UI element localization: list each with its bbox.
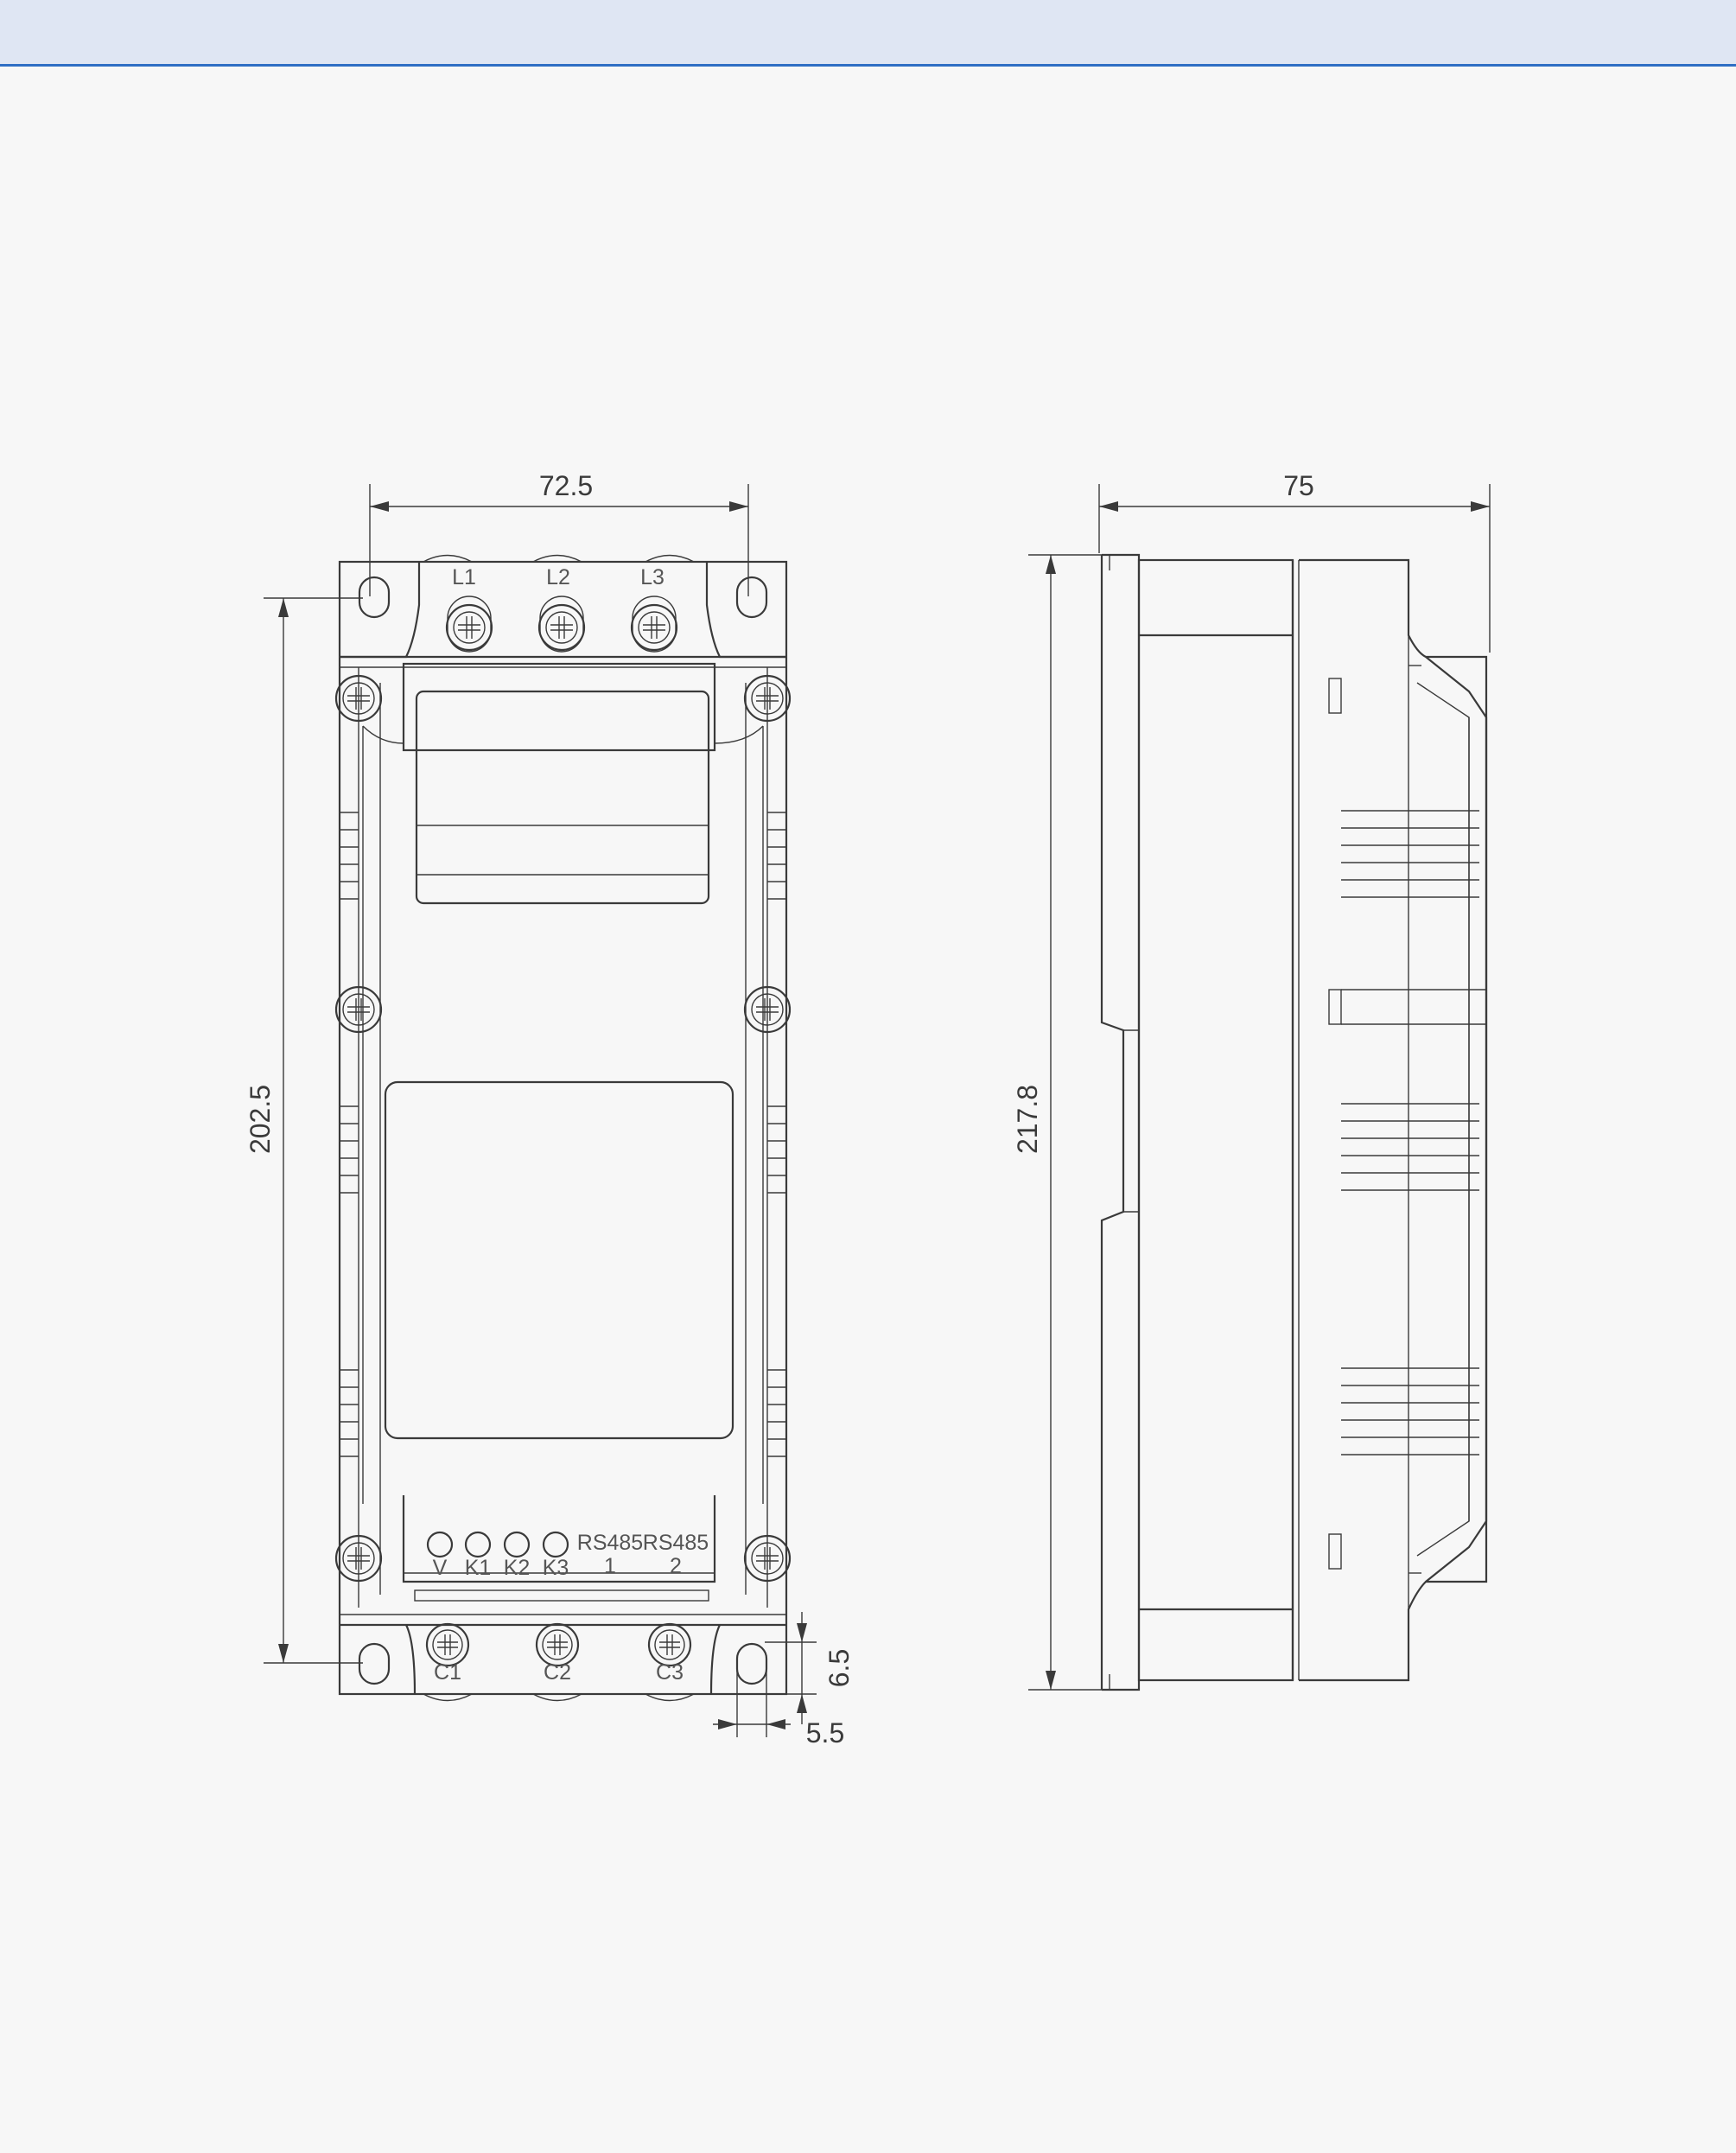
label-k1: K1	[465, 1556, 492, 1580]
dim-foot-height	[765, 1612, 817, 1724]
mount-hole-top-left	[358, 576, 391, 619]
label-rs485-1: RS485	[577, 1531, 643, 1555]
dim-side-height-label: 217.8	[1012, 1085, 1043, 1154]
terminal-screw-c2	[535, 1622, 580, 1667]
label-c3: C3	[656, 1660, 684, 1685]
label-rs485-2-num: 2	[670, 1554, 682, 1578]
mount-hole-bottom-right	[735, 1642, 768, 1685]
front-outline	[338, 560, 788, 1696]
label-rs485-1-num: 1	[604, 1554, 616, 1578]
label-c1: C1	[434, 1660, 461, 1685]
mount-hole-bottom-left	[358, 1642, 391, 1685]
label-k2: K2	[504, 1556, 531, 1580]
label-l2: L2	[546, 565, 570, 589]
label-c2: C2	[544, 1660, 571, 1685]
dim-front-height-label: 202.5	[245, 1085, 276, 1154]
terminal-screw-l2	[537, 603, 586, 652]
dim-side-height	[1028, 554, 1110, 1691]
label-panel	[384, 1080, 734, 1440]
dim-foot-width	[713, 1668, 791, 1737]
dim-foot-width-label: 5.5	[806, 1717, 844, 1749]
label-v: V	[433, 1556, 448, 1580]
terminal-screw-c3	[647, 1622, 692, 1667]
dim-side-depth	[1098, 484, 1491, 653]
label-l1: L1	[452, 565, 476, 589]
dim-foot-height-label: 6.5	[823, 1649, 855, 1687]
display-window	[415, 690, 710, 905]
terminal-screw-l3	[630, 603, 678, 652]
terminal-screw-l1	[445, 603, 493, 652]
mount-hole-top-right	[735, 576, 768, 619]
label-k3: K3	[543, 1556, 569, 1580]
terminal-screw-c1	[425, 1622, 470, 1667]
dim-front-height	[264, 597, 363, 1664]
label-rs485-2: RS485	[643, 1531, 709, 1555]
label-l3: L3	[640, 565, 665, 589]
side-view	[1100, 553, 1488, 1691]
dim-front-width	[369, 484, 749, 596]
header-band	[0, 0, 1736, 67]
dim-front-width-label: 72.5	[539, 470, 593, 501]
dim-side-depth-label: 75	[1283, 470, 1314, 501]
front-view	[334, 554, 792, 1702]
